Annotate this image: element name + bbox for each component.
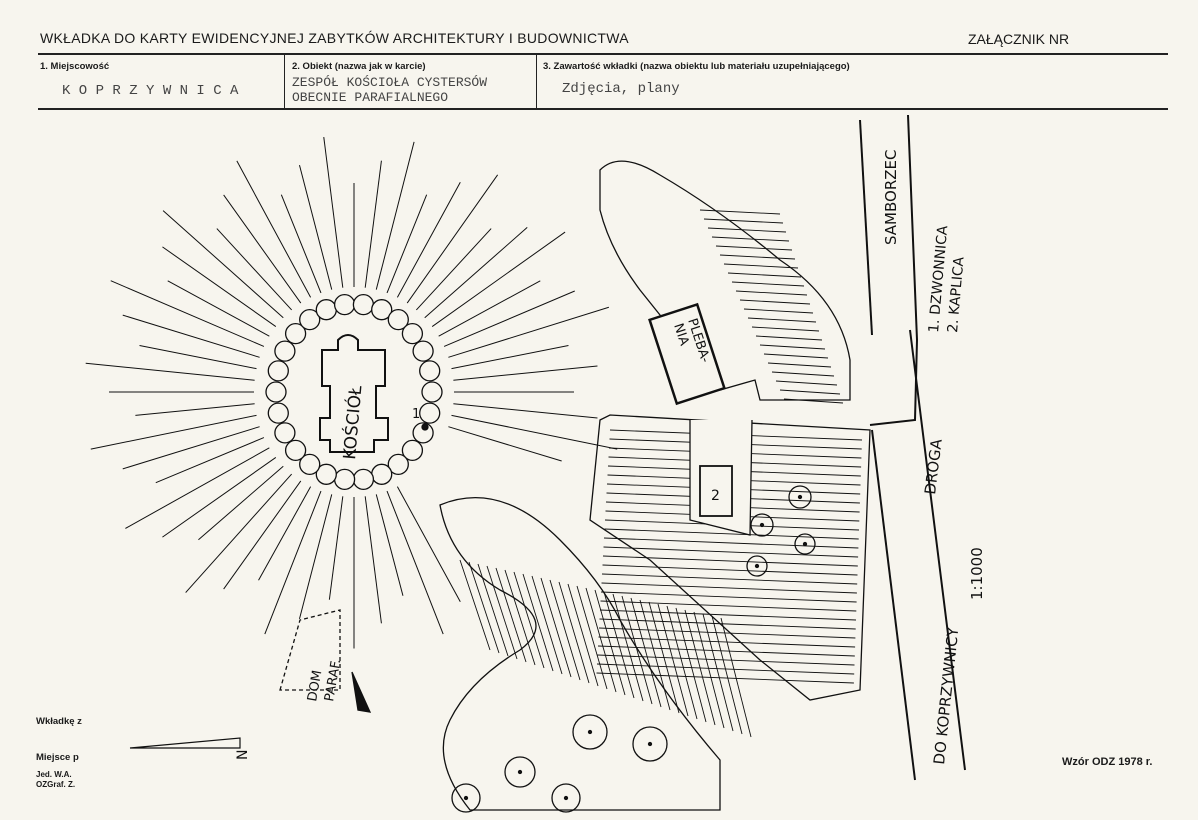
scale-label: 1:1000 <box>968 547 986 600</box>
chapel-building <box>699 465 733 517</box>
header-rule-bottom <box>38 108 1168 110</box>
jed-label: Jed. W.A. <box>36 770 72 779</box>
form-model-label: Wzór ODZ 1978 r. <box>1062 756 1153 768</box>
road-line-east <box>871 429 916 781</box>
prepared-by-label: Wkładkę z <box>36 716 82 727</box>
rectory-label-2: NIA <box>670 322 691 348</box>
legend-2: 2. KAPLICA <box>945 256 968 334</box>
church-surroundings-hatch <box>85 137 618 649</box>
field-divider-1 <box>284 55 285 108</box>
church-outline <box>319 334 389 453</box>
road-north-label: SAMBORZEC <box>882 150 900 246</box>
document-title: WKŁADKA DO KARTY EWIDENCYJNEJ ZABYTKÓW A… <box>40 30 629 46</box>
locality-value: K O P R Z Y W N I C A <box>62 83 239 99</box>
ozgraf-label: OZGraf. Z. <box>36 780 76 789</box>
object-value-line1: ZESPÓŁ KOŚCIOŁA CYSTERSÓW <box>292 75 488 90</box>
parish-house-label-1: DOM <box>305 669 325 703</box>
parish-house-outline <box>279 609 341 691</box>
locality-label: 1. Miejscowość <box>40 61 110 72</box>
tree-ring <box>265 293 443 491</box>
site-plan-drawing: KOŚCIÓŁ PLEBA- NIA DOM PARAF. SAMBORZEC … <box>85 114 986 813</box>
north-label: N <box>235 750 251 760</box>
contents-label: 3. Zawartość wkładki (nazwa obiektu lub … <box>543 61 850 72</box>
chapel-marker: 2 <box>711 488 720 504</box>
road-line-left <box>859 119 873 336</box>
object-value-line2: OBECNIE PARAFIALNEGO <box>292 90 449 105</box>
place-label: Miejsce p <box>36 752 79 763</box>
parish-house-label-2: PARAF. <box>322 658 344 703</box>
north-arrow <box>129 737 241 749</box>
bell-tower-marker: 1 <box>412 407 420 422</box>
south-slope <box>439 497 721 811</box>
object-label: 2. Obiekt (nazwa jak w karcie) <box>292 61 426 72</box>
rectory-building <box>648 302 726 406</box>
road-line-east-2 <box>909 329 966 771</box>
rectory-mound <box>599 160 851 401</box>
annex-number-label: ZAŁĄCZNIK NR <box>968 31 1070 47</box>
contents-value: Zdjęcia, plany <box>562 81 680 97</box>
road-direction-label: DO KOPRZYWNICY <box>930 626 962 766</box>
field-divider-2 <box>536 55 537 108</box>
header-rule-top <box>38 53 1168 55</box>
